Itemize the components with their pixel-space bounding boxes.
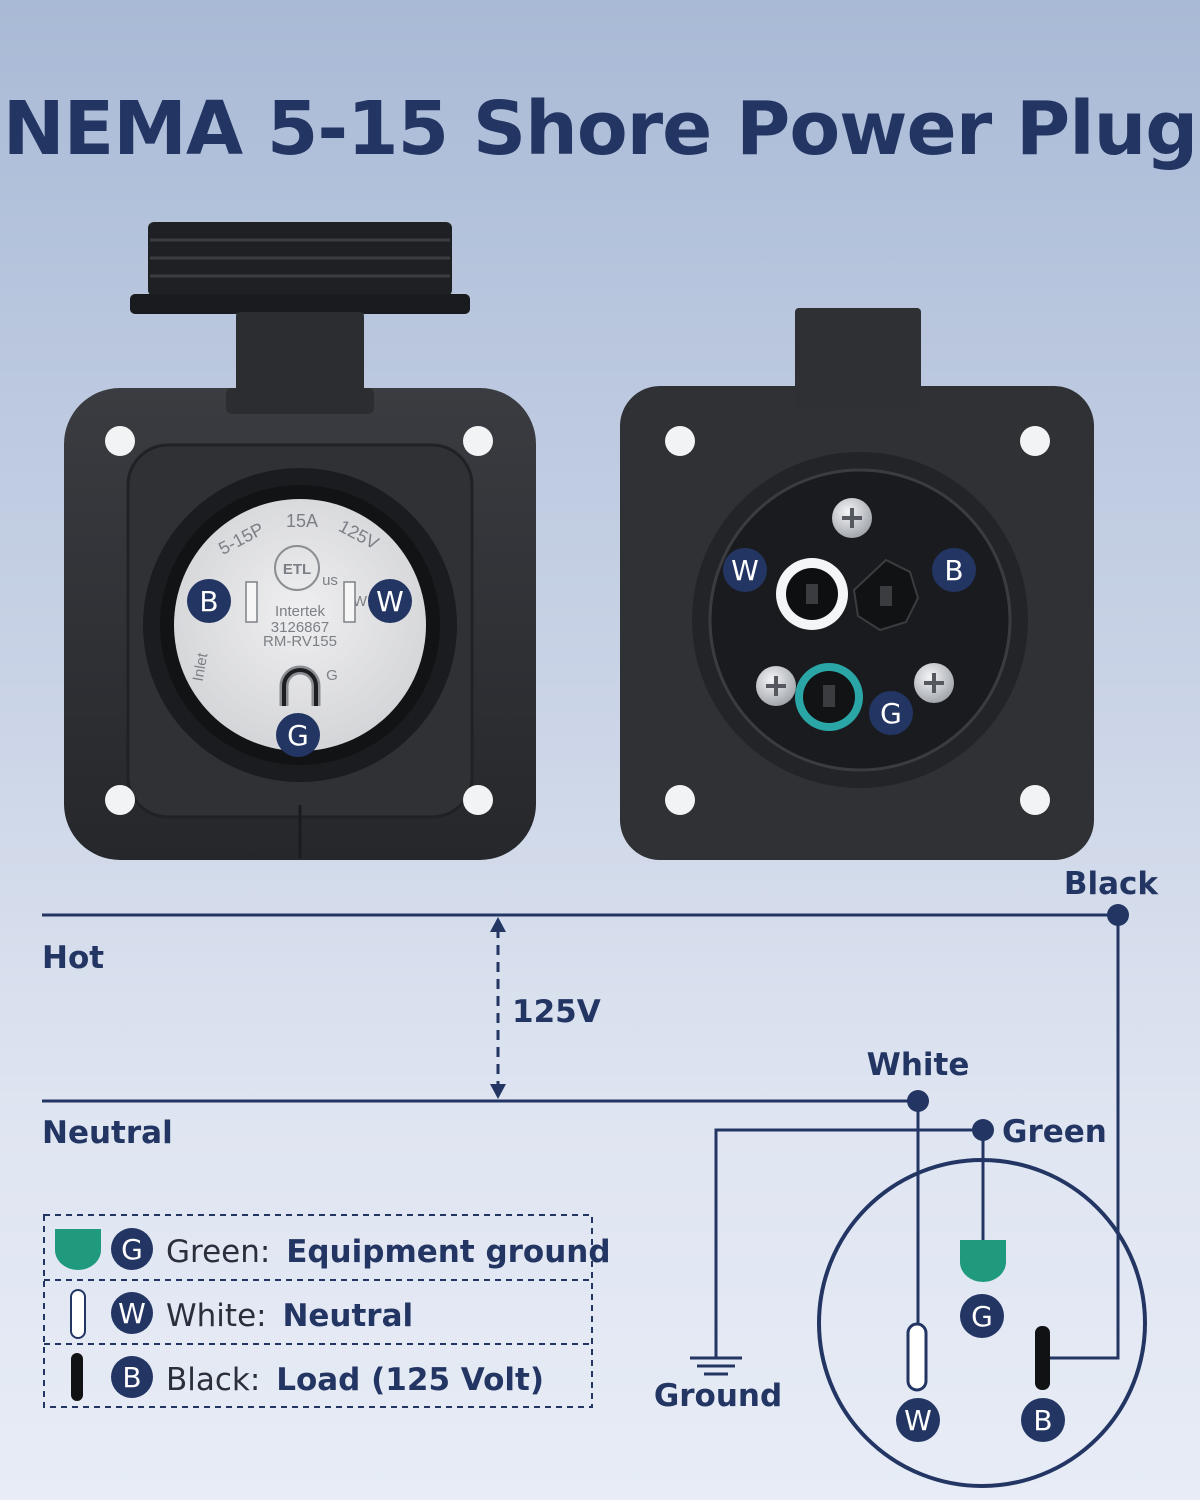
green-wire-label: Green [1002,1114,1107,1150]
svg-text:us: us [322,572,338,589]
svg-text:G: G [287,719,309,752]
w-mark-text: W [353,593,368,610]
wiring-diagram [42,904,1147,1488]
legend-badge: G [121,1233,143,1266]
screw-icon [756,666,796,706]
pin-badge-b: B [1021,1398,1065,1442]
legend-badge: W [118,1297,146,1330]
back-badge-g: G [869,691,913,735]
ground-wire [714,1128,983,1358]
legend-meaning: Load (125 Volt) [276,1362,544,1398]
pin-badge-w: W [896,1398,940,1442]
legend-badge: B [122,1361,141,1394]
svg-text:W: W [731,554,759,587]
legend: G Green: Equipment ground W White: Neutr… [43,1214,611,1408]
back-badge-w: W [723,548,767,592]
black-wire-label: Black [1064,866,1160,902]
mounting-hole [1020,785,1050,815]
legend-item-load: B Black: Load (125 Volt) [71,1353,544,1401]
neutral-blade [343,581,356,623]
inlet-text: Inlet [190,651,212,683]
svg-text:B: B [199,585,218,618]
mounting-hole [665,785,695,815]
model-text: RM-RV155 [263,633,337,650]
black-node [1107,904,1129,926]
white-node [907,1090,929,1112]
svg-text:G: G [971,1300,993,1333]
ground-terminal [795,663,863,731]
back-badge-b: B [932,548,976,592]
legend-color-name: White: [166,1298,267,1334]
screw-icon [914,663,954,703]
mounting-hole [463,785,493,815]
svg-text:W: W [904,1404,932,1437]
neutral-label: Neutral [42,1115,173,1151]
legend-color-name: Black: [166,1362,260,1398]
dust-cap [130,222,470,412]
svg-text:W: W [376,585,404,618]
green-node [972,1119,994,1141]
ground-pin-icon [960,1240,1006,1282]
front-badge-b: B [187,579,231,623]
svg-text:G: G [880,697,902,730]
mounting-hole [105,426,135,456]
black-pin-icon [71,1353,83,1401]
brand-text: Intertek [275,603,326,620]
svg-text:B: B [1033,1404,1052,1437]
hot-label: Hot [42,940,104,976]
legend-meaning: Neutral [282,1298,413,1334]
svg-text:Green: Equipment groun: Green: Equipment ground [166,1234,611,1270]
legend-item-neutral: W White: Neutral [70,1289,413,1339]
neutral-terminal [776,558,848,630]
code-text: 3126867 [271,619,329,636]
white-wire-label: White [867,1047,970,1083]
svg-text:White: Neutral: White: Neutral [166,1298,413,1334]
svg-text:Black: Load (125 Volt): Black: Load (125 Volt) [166,1362,544,1398]
mounting-hole [665,426,695,456]
legend-meaning: Equipment ground [286,1234,610,1270]
pin-badge-g: G [960,1294,1004,1338]
svg-text:B: B [944,554,963,587]
front-view-inlet: 5-15P 15A 125V ETL us Intertek 3126867 R… [64,222,536,860]
neutral-pin-icon [906,1322,928,1392]
front-badge-g: G [276,713,320,757]
page-title: NEMA 5-15 Shore Power Plug [3,86,1198,172]
ground-pin-icon [55,1229,101,1270]
black-wire [1043,915,1120,1360]
legend-item-ground: G Green: Equipment ground [55,1228,611,1270]
hot-blade [245,581,258,623]
g-mark-text: G [326,667,338,684]
ground-symbol-icon [690,1356,742,1376]
amperage-text: 15A [286,511,318,531]
mounting-hole [1020,426,1050,456]
ground-label: Ground [654,1378,782,1414]
mounting-hole [463,426,493,456]
hot-pin-icon [1035,1326,1050,1390]
back-view-inlet: W B G [620,308,1094,860]
hot-terminal [852,558,920,632]
svg-text:ETL: ETL [283,561,311,578]
legend-color-name: Green: [166,1234,270,1270]
front-badge-w: W [368,579,412,623]
etl-mark-icon: ETL us [274,545,338,591]
mounting-hole [105,785,135,815]
voltage-label: 125V [512,994,601,1030]
receptacle-outline [817,1158,1147,1488]
plug-face [174,499,426,751]
screw-icon [832,498,872,538]
white-pin-icon [70,1289,86,1339]
